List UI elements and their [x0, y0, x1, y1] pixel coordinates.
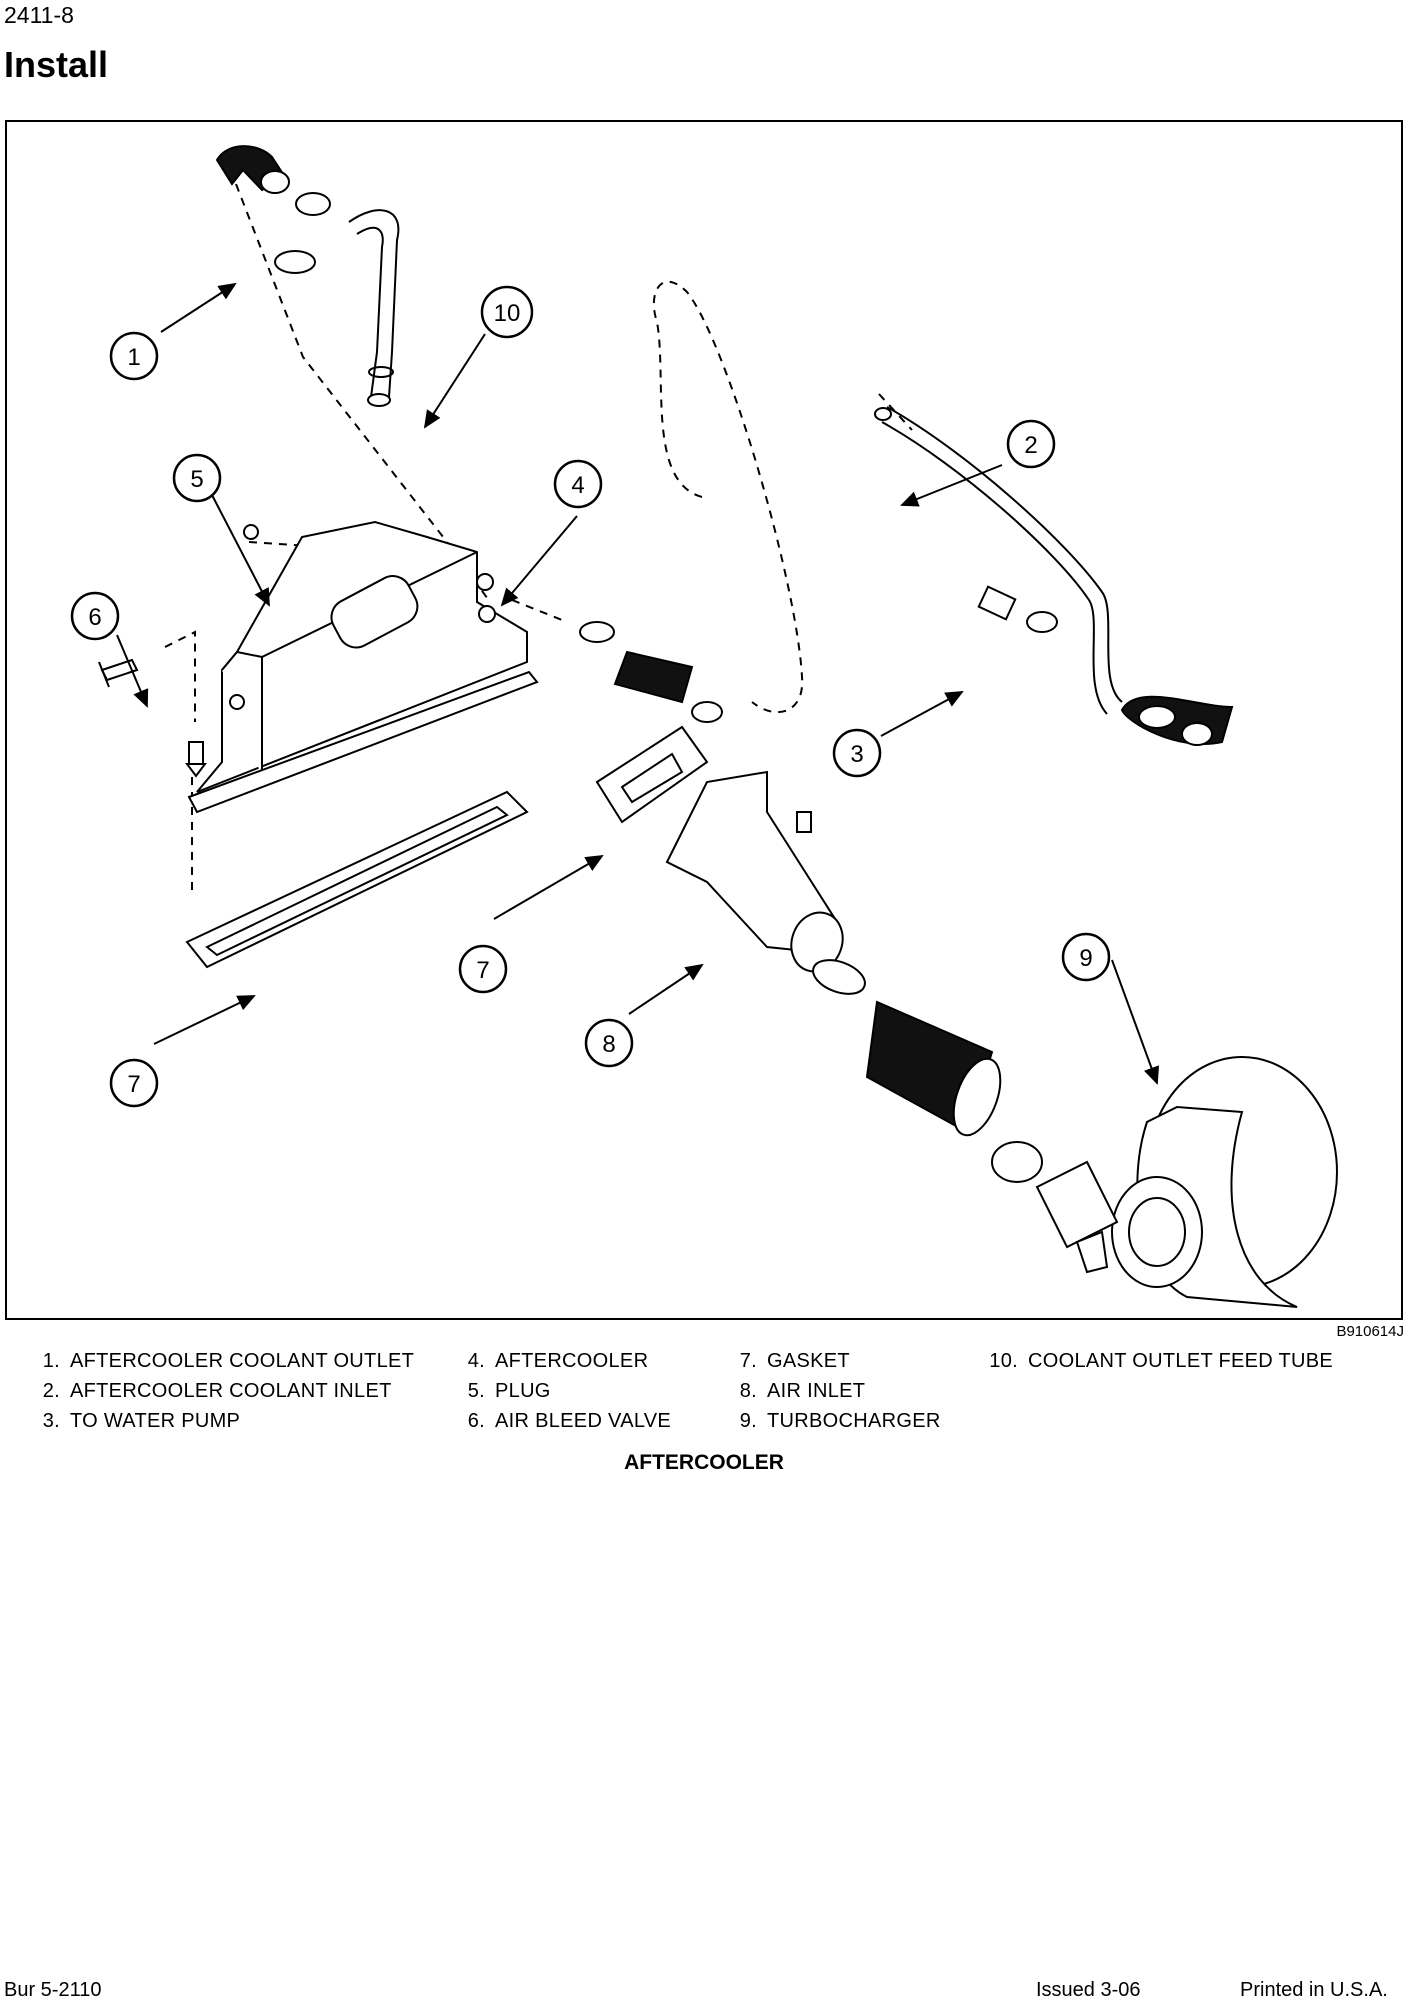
svg-text:1: 1 — [127, 344, 140, 371]
callout-2: 2 — [1006, 419, 1056, 469]
aftercooler-coolant-inlet-hose — [579, 621, 723, 723]
gasket-upper — [595, 725, 709, 824]
air-bleed-valve — [98, 658, 207, 778]
footer-printed: Printed in U.S.A. — [1240, 1979, 1388, 2001]
exploded-view-figure: 1 2 3 4 5 6 7 7 — [5, 120, 1403, 1320]
page-number: 2411-8 — [4, 2, 74, 28]
legend-item: 4.AFTERCOOLER — [467, 1350, 649, 1372]
callout-8: 8 — [584, 1018, 634, 1068]
legend-item: 2.AFTERCOOLER COOLANT INLET — [42, 1380, 392, 1402]
callout-6: 6 — [70, 591, 120, 641]
legend-item: 1.AFTERCOOLER COOLANT OUTLET — [42, 1350, 415, 1372]
turbocharger-inlet-hose — [865, 1000, 1043, 1183]
plug — [243, 524, 259, 540]
svg-text:8: 8 — [602, 1031, 615, 1058]
figure-caption: AFTERCOOLER — [624, 1451, 784, 1474]
svg-text:2: 2 — [1024, 432, 1037, 459]
coolant-outlet-feed-tube — [348, 209, 400, 407]
legend-item: 5.PLUG — [467, 1380, 551, 1402]
aftercooler-coolant-inlet-tube — [874, 406, 1123, 715]
callout-1: 1 — [109, 331, 159, 381]
water-pump-fittings — [977, 585, 1234, 746]
callout-7-upper: 7 — [458, 944, 508, 994]
turbocharger — [1035, 1056, 1338, 1308]
svg-text:7: 7 — [476, 957, 489, 984]
svg-text:9: 9 — [1079, 945, 1092, 972]
callout-10: 10 — [480, 285, 534, 339]
aftercooler-coolant-outlet-elbow — [215, 145, 331, 274]
legend-item: 3.TO WATER PUMP — [42, 1410, 241, 1432]
parts-legend: 1.AFTERCOOLER COOLANT OUTLET 2.AFTERCOOL… — [0, 1350, 1408, 1450]
callout-7-lower: 7 — [109, 1058, 159, 1108]
callout-9: 9 — [1061, 932, 1111, 982]
callout-4: 4 — [553, 459, 603, 509]
footer-doc-id: Bur 5-2110 — [4, 1979, 102, 2001]
svg-text:10: 10 — [494, 300, 521, 327]
section-title: Install — [4, 44, 109, 85]
aftercooler-exploded-diagram: 1 2 3 4 5 6 7 7 — [70, 145, 1338, 1308]
svg-text:3: 3 — [850, 741, 863, 768]
svg-text:4: 4 — [571, 472, 584, 499]
legend-item: 6.AIR BLEED VALVE — [467, 1410, 672, 1432]
legend-item: 7.GASKET — [739, 1350, 850, 1372]
figure-code: B910614J — [1336, 1323, 1404, 1340]
svg-text:7: 7 — [127, 1071, 140, 1098]
legend-item: 10.COOLANT OUTLET FEED TUBE — [989, 1350, 1334, 1372]
footer-issued: Issued 3-06 — [1036, 1979, 1141, 2001]
air-inlet — [665, 770, 866, 995]
gasket-lower — [185, 790, 529, 969]
leader-arrows — [116, 282, 1160, 1085]
legend-item: 9.TURBOCHARGER — [739, 1410, 941, 1432]
aftercooler-housing — [187, 520, 539, 814]
svg-text:6: 6 — [88, 604, 101, 631]
assembly-guide-lines — [164, 183, 913, 892]
legend-item: 8.AIR INLET — [739, 1380, 866, 1402]
callout-3: 3 — [832, 728, 882, 778]
callout-5: 5 — [172, 453, 222, 503]
svg-text:5: 5 — [190, 466, 203, 493]
